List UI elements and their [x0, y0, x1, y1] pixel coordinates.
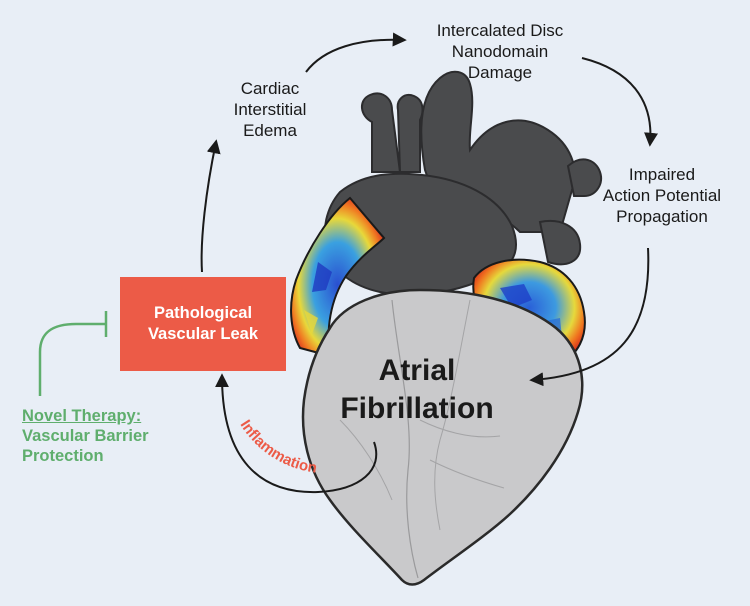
therapy-inhibitor	[38, 311, 108, 396]
arrow-edema-to-disc	[305, 32, 407, 73]
label-intercalated-disc: Intercalated Disc Nanodomain Damage	[436, 21, 564, 82]
label-cardiac-edema: Cardiac Interstitial Edema	[233, 79, 307, 140]
arrow-disc-to-impaired	[581, 57, 658, 147]
left-atrium-heatmap	[290, 196, 386, 358]
label-impaired-propagation: Impaired Action Potential Propagation	[602, 165, 722, 226]
atrial-fibrillation-label: Atrial Fibrillation	[340, 354, 494, 425]
cycle-arrows	[200, 32, 658, 494]
novel-therapy-label: Novel Therapy: Vascular Barrier Protecti…	[22, 407, 149, 465]
pathological-vascular-leak-box: Pathological Vascular Leak	[120, 277, 286, 371]
heart-ventricles	[301, 288, 584, 586]
arrow-leak-to-edema	[200, 139, 221, 273]
arrow-impaired-to-af	[529, 247, 650, 387]
arrow-inflammation	[215, 373, 378, 494]
heart-upper	[323, 70, 602, 296]
